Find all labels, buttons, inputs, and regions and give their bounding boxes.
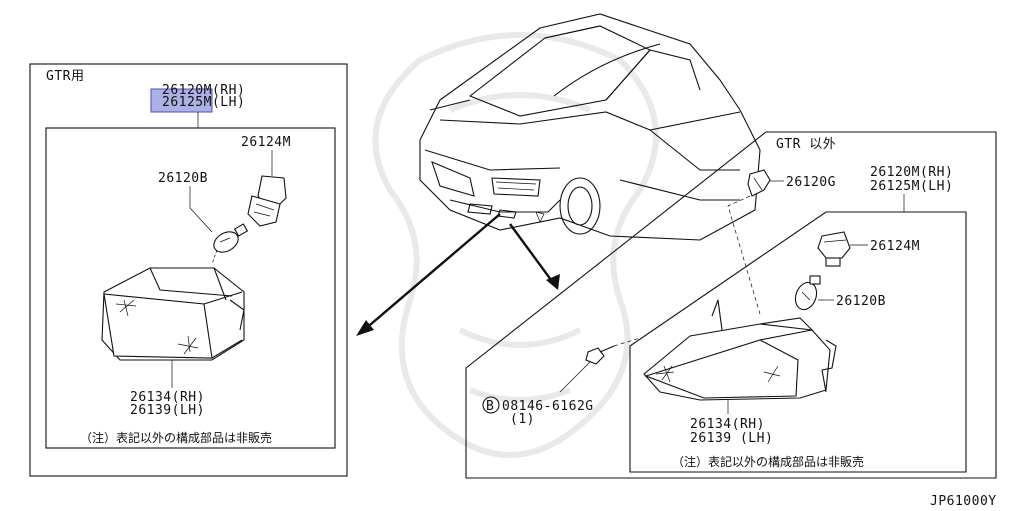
right-socket-label: 26124M [870,239,920,254]
left-outer-frame [29,63,348,477]
car-illustration [419,13,761,241]
left-bulb-leader [189,186,213,233]
bolt-icon [585,345,615,365]
bulb-icon [213,223,249,253]
left-lamp-ref-rh: 26134(RH) [130,390,205,405]
right-lamp-ref-lh: 26139 (LH) [690,431,773,446]
right-bolt-qty: (1) [510,412,535,427]
right-top-ref-lh: 26125M(LH) [870,179,953,194]
bulb-socket-icon [817,231,851,267]
right-top-ref-rh: 26120M(RH) [870,165,953,180]
left-top-ref-rh: 26120M(RH) [162,83,245,98]
right-note: （注）表記以外の構成部品は非販売 [672,454,864,469]
left-inner-frame [45,127,336,449]
right-inner-frame [629,211,967,473]
part-highlight [150,88,213,113]
watermark-emblem [372,32,659,458]
arrow-to-left-panel [356,213,501,336]
left-socket-label: 26124M [241,135,291,150]
arrow-to-right-panel [509,223,560,290]
bulb-icon [794,275,821,311]
left-note: （注）表記以外の構成部品は非販売 [80,430,272,445]
right-bolt-dash [613,337,641,347]
diagram-code: JP61000Y [930,494,997,509]
right-outer-frame [465,131,997,479]
clip-icon [747,169,771,197]
left-panel-gtr: GTR用 26120M(RH) 26125M(LH) 26124M 26120B [29,63,348,477]
right-bolt-part: 08146-6162G [502,399,594,414]
fog-lamp-gtr-icon [101,267,245,361]
bulb-socket-icon [247,175,287,227]
right-panel-title: GTR 以外 [776,137,836,152]
left-bulb-label: 26120B [158,171,208,186]
right-clip-dash [727,195,761,315]
right-bulb-label: 26120B [836,294,886,309]
right-bolt-leader [559,361,591,393]
right-clip-label: 26120G [786,175,836,190]
left-lamp-ref-lh: 26139(LH) [130,403,205,418]
left-bulb-axis [211,249,218,265]
left-top-ref-lh: 26125M(LH) [162,95,245,110]
bolt-symbol: B [486,399,494,414]
left-panel-title: GTR用 [46,69,84,84]
bolt-symbol-circle [482,396,500,414]
right-lamp-ref-rh: 26134(RH) [690,417,765,432]
car-fog-lamp-spot [497,209,517,219]
fog-lamp-non-gtr-icon [643,299,837,401]
right-panel-non-gtr: GTR 以外 26120M(RH) 26125M(LH) 26120G 2612… [465,131,997,479]
